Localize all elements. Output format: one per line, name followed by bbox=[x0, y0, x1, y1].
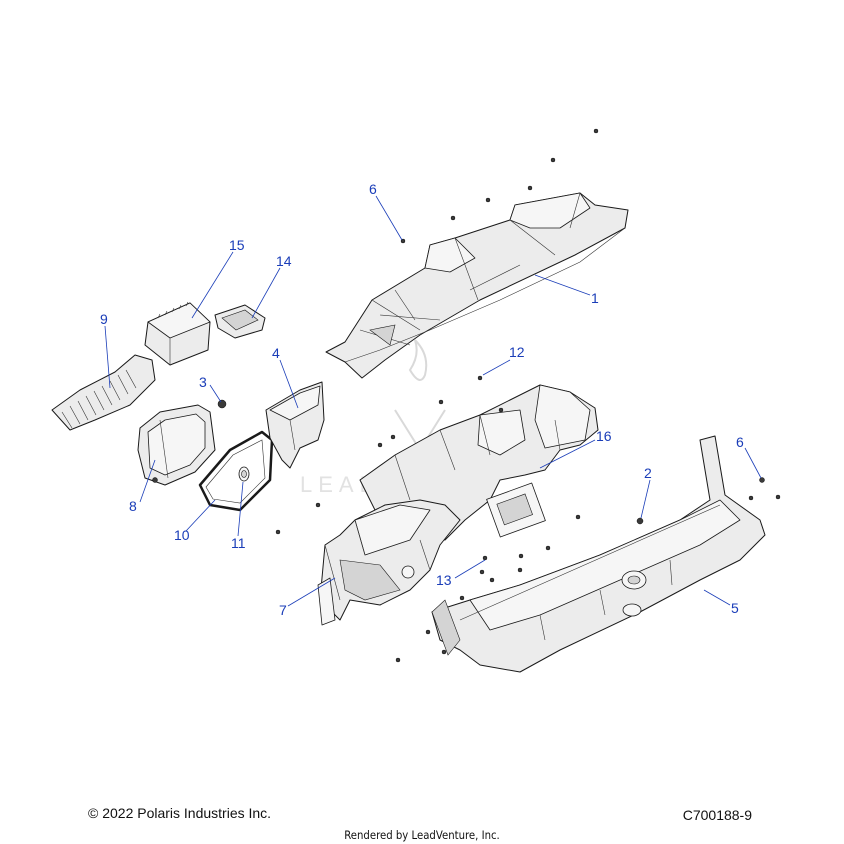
callout-13[interactable]: 13 bbox=[436, 572, 452, 588]
callout-9[interactable]: 9 bbox=[100, 311, 108, 327]
copyright-text: © 2022 Polaris Industries Inc. bbox=[88, 805, 272, 821]
callout-leaders bbox=[104, 195, 762, 607]
callout-4[interactable]: 4 bbox=[272, 345, 280, 361]
fasteners bbox=[275, 128, 781, 663]
part-11-latch[interactable] bbox=[238, 466, 250, 482]
part-15-storage-box[interactable] bbox=[144, 301, 211, 366]
part-14-small-tray[interactable] bbox=[214, 304, 266, 339]
rendered-by-text: Rendered by LeadVenture, Inc. bbox=[344, 828, 500, 842]
callout-6-top[interactable]: 6 bbox=[369, 181, 377, 197]
callout-8[interactable]: 8 bbox=[129, 498, 137, 514]
callout-14[interactable]: 14 bbox=[276, 253, 292, 269]
part-3-nut[interactable] bbox=[217, 399, 227, 409]
callout-12[interactable]: 12 bbox=[509, 344, 525, 360]
callout-16[interactable]: 16 bbox=[596, 428, 612, 444]
part-10-gasket-seal[interactable] bbox=[198, 430, 274, 512]
callout-10[interactable]: 10 bbox=[174, 527, 190, 543]
part-8-glove-box-door[interactable] bbox=[137, 404, 216, 486]
figure-code: C700188-9 bbox=[682, 807, 752, 823]
callout-15[interactable]: 15 bbox=[229, 237, 245, 253]
callout-6-right[interactable]: 6 bbox=[736, 434, 744, 450]
part-9-vented-insert[interactable] bbox=[51, 354, 156, 431]
callout-3[interactable]: 3 bbox=[199, 374, 207, 390]
part-5-lower-bulkhead-panel[interactable] bbox=[431, 435, 766, 673]
callout-5[interactable]: 5 bbox=[731, 600, 739, 616]
callout-7[interactable]: 7 bbox=[279, 602, 287, 618]
callout-labels: 1 2 3 4 5 6 6 7 8 9 10 11 12 13 14 15 16 bbox=[100, 181, 744, 618]
callout-11[interactable]: 11 bbox=[231, 535, 246, 551]
callout-1[interactable]: 1 bbox=[591, 290, 599, 306]
part-7-lower-dash-assembly[interactable] bbox=[317, 499, 461, 626]
part-4-side-cover[interactable] bbox=[265, 381, 325, 469]
part-1-upper-dash-panel[interactable] bbox=[325, 192, 629, 379]
callout-2[interactable]: 2 bbox=[644, 465, 652, 481]
